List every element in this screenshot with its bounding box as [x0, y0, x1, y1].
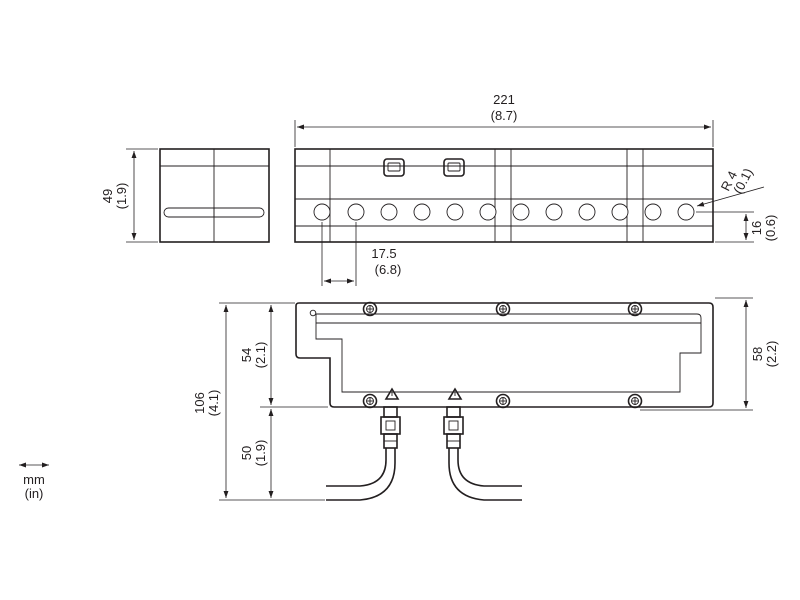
hole-offset-in-label: (0.6) [763, 215, 778, 242]
flange-depth-in-label: (2.2) [764, 341, 779, 368]
pitch-in-label: (6.8) [375, 262, 402, 277]
flange-depth-dimension: 58 (2.2) [640, 297, 779, 411]
total-depth-mm-label: 106 [192, 392, 207, 414]
radius-callout: R 4 (0.1) [696, 166, 765, 207]
screw-icon [362, 301, 378, 317]
cables [326, 448, 522, 501]
hole [545, 203, 563, 221]
cable-length-in-label: (1.9) [253, 440, 268, 467]
length-mm-label: 221 [493, 92, 515, 107]
mounting-holes [313, 203, 695, 221]
total-depth-dimension: 106 (4.1) [192, 302, 325, 501]
screw-icon [627, 301, 643, 317]
radius-in-label: (0.1) [730, 166, 756, 197]
cable-length-mm-label: 50 [239, 446, 254, 460]
hole [644, 203, 662, 221]
units-legend: mm (in) [19, 462, 49, 501]
hole [578, 203, 596, 221]
hole [677, 203, 695, 221]
front-view [294, 148, 714, 243]
hole [347, 203, 365, 221]
units-legend-in: (in) [25, 486, 44, 501]
hole [446, 203, 464, 221]
screw-icon [362, 393, 378, 409]
total-depth-in-label: (4.1) [206, 390, 221, 417]
indicator-dot [309, 309, 317, 317]
hole [313, 203, 331, 221]
hole-offset-mm-label: 16 [749, 221, 764, 235]
length-in-label: (8.7) [491, 108, 518, 123]
hole [380, 203, 398, 221]
pitch-dimension: 17.5 (6.8) [321, 222, 402, 286]
warning-triangle-icon [447, 387, 463, 400]
screw-icon [495, 301, 511, 317]
flange-depth-mm-label: 58 [750, 347, 765, 361]
body-depth-in-label: (2.1) [253, 342, 268, 369]
body-depth-dimension: 54 (2.1) [239, 305, 328, 408]
pitch-mm-label: 17.5 [371, 246, 396, 261]
cable-length-dimension: 50 (1.9) [239, 409, 274, 498]
screw-icon [627, 393, 643, 409]
bottom-view-outline [295, 302, 714, 408]
hole [479, 203, 497, 221]
height-in-label: (1.9) [114, 183, 129, 210]
side-view-body [159, 148, 270, 243]
hole [413, 203, 431, 221]
side-view [159, 148, 270, 243]
warning-triangle-icon [384, 387, 400, 400]
cable-connector-2 [443, 406, 464, 449]
screw-icon [495, 393, 511, 409]
bottom-view [295, 301, 714, 501]
hole [512, 203, 530, 221]
connector-port-1 [383, 158, 405, 177]
units-legend-mm: mm [23, 472, 45, 487]
length-dimension: 221 (8.7) [294, 92, 714, 147]
hole-offset-dimension: 16 (0.6) [696, 211, 778, 243]
body-depth-mm-label: 54 [239, 348, 254, 362]
connector-port-2 [443, 158, 465, 177]
height-dimension: 49 (1.9) [100, 148, 158, 243]
height-mm-label: 49 [100, 189, 115, 203]
hole [611, 203, 629, 221]
cable-connector-1 [380, 406, 401, 449]
bottom-view-inner-outline [315, 313, 702, 393]
front-view-body [294, 148, 714, 243]
